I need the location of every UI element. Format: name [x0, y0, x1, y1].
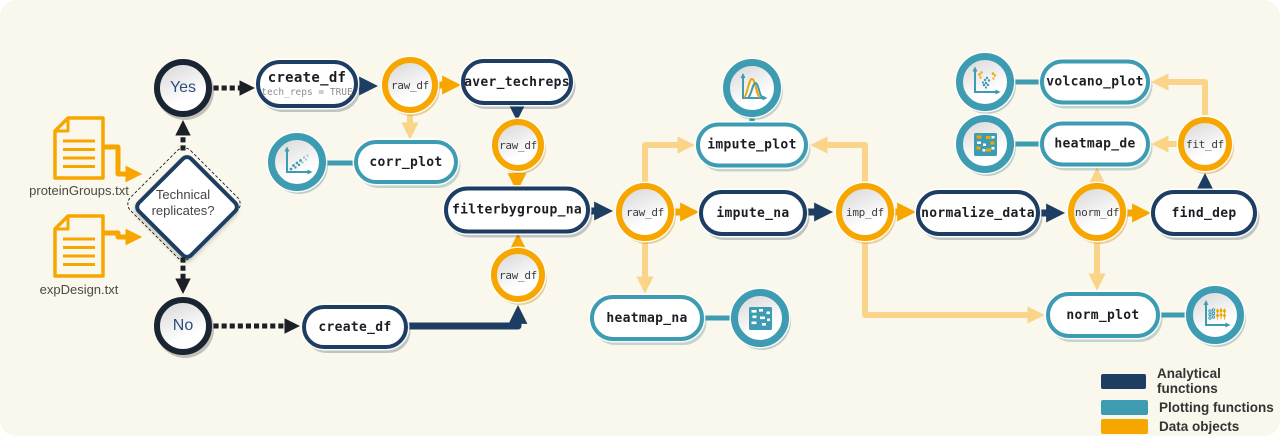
decision-yes-node: Yes: [154, 59, 212, 117]
heatmap-de-icon: [974, 133, 997, 156]
node-label: find_dep: [1171, 205, 1237, 221]
node-label: normalize_data: [921, 205, 1035, 221]
node-heatmap-na: heatmap_na: [590, 295, 704, 341]
legend-label: Plotting functions: [1159, 400, 1274, 415]
node-aver-techreps: aver_techreps: [461, 59, 573, 105]
heatmap-na-icon: [749, 307, 772, 330]
legend-label: Analytical functions: [1157, 366, 1221, 396]
scatter-plot-icon: [284, 146, 313, 175]
node-normalize-data: normalize_data: [916, 190, 1040, 236]
density-plot-icon: [740, 73, 768, 101]
legend-item-data: Data objects: [1101, 419, 1280, 434]
arrow-createdfno-to-rawdf: [406, 304, 528, 330]
dotted-arrows: [175, 80, 300, 334]
violin-plot-icon: [1203, 300, 1231, 328]
node-create-df-yes: create_df tech_reps = TRUE: [256, 60, 358, 108]
node-create-df-no: create_df: [302, 305, 408, 349]
node-label: volcano_plot: [1046, 74, 1144, 90]
file-arrows: [103, 144, 143, 246]
arrow-rawdf-to-imputeplot: [642, 136, 695, 182]
data-imp-df: imp_df: [836, 183, 894, 241]
node-label: impute_na: [716, 205, 790, 221]
density-plot-icon: [723, 59, 781, 117]
node-filterbygroup-na: filterbygroup_na: [444, 186, 590, 234]
node-find-dep: find_dep: [1151, 190, 1257, 236]
legend-label: Data objects: [1159, 419, 1240, 434]
violin-plot-icon: [1186, 286, 1244, 344]
data-raw-df: raw_df: [491, 248, 545, 302]
file-name-proteingroups: proteinGroups.txt: [29, 183, 129, 198]
file-icon: [53, 116, 105, 180]
volcano-plot-icon: [956, 53, 1014, 111]
node-impute-na: impute_na: [699, 190, 807, 236]
node-label: create_df: [267, 70, 347, 86]
node-label: corr_plot: [369, 154, 443, 170]
data-raw-df: raw_df: [492, 119, 544, 171]
legend-swatch-analytical: [1101, 373, 1147, 389]
node-volcano-plot: volcano_plot: [1040, 59, 1150, 105]
node-label: heatmap_na: [606, 310, 688, 326]
legend-swatch-plotting: [1101, 400, 1148, 415]
node-norm-plot: norm_plot: [1046, 292, 1160, 338]
node-label: filterbygroup_na: [451, 202, 583, 218]
arrow-expdesign-to-diamond: [103, 228, 143, 246]
decision-question: Technical replicates?: [151, 186, 215, 218]
light-orange-arrows: [401, 73, 1208, 324]
heatmap-de-icon: [956, 115, 1014, 173]
file-icon: [53, 214, 105, 278]
arrow-fitdf-to-volcanoplot: [1151, 73, 1208, 115]
decision-no-node: No: [154, 297, 212, 355]
node-heatmap-de: heatmap_de: [1040, 121, 1150, 167]
legend-item-plotting: Plotting functions: [1101, 400, 1280, 415]
node-label: impute_plot: [707, 137, 797, 153]
file-name-expdesign: expDesign.txt: [39, 282, 119, 297]
node-corr-plot: corr_plot: [354, 140, 458, 184]
node-label: norm_plot: [1066, 307, 1140, 323]
arrow-impdf-to-imputeplot: [810, 136, 868, 182]
legend: Analytical functions Plotting functions …: [1101, 366, 1280, 436]
data-raw-df: raw_df: [382, 57, 438, 113]
data-fit-df: fit_df: [1178, 117, 1232, 171]
node-label: heatmap_de: [1054, 136, 1136, 152]
volcano-plot-icon: [972, 66, 1001, 95]
legend-item-analytical: Analytical functions: [1101, 366, 1280, 396]
node-label: aver_techreps: [464, 74, 570, 90]
legend-swatch-data: [1101, 419, 1148, 434]
scatter-plot-icon: [268, 133, 326, 191]
node-impute-plot: impute_plot: [696, 122, 808, 168]
node-label: create_df: [318, 319, 392, 335]
data-norm-df: norm_df: [1068, 183, 1126, 241]
data-raw-df: raw_df: [616, 183, 674, 241]
heatmap-na-icon: [731, 289, 789, 347]
node-param: tech_reps = TRUE: [261, 87, 353, 98]
arrow-impdf-to-normplot: [862, 242, 1045, 324]
arrow-proteingroups-to-diamond: [103, 144, 143, 183]
